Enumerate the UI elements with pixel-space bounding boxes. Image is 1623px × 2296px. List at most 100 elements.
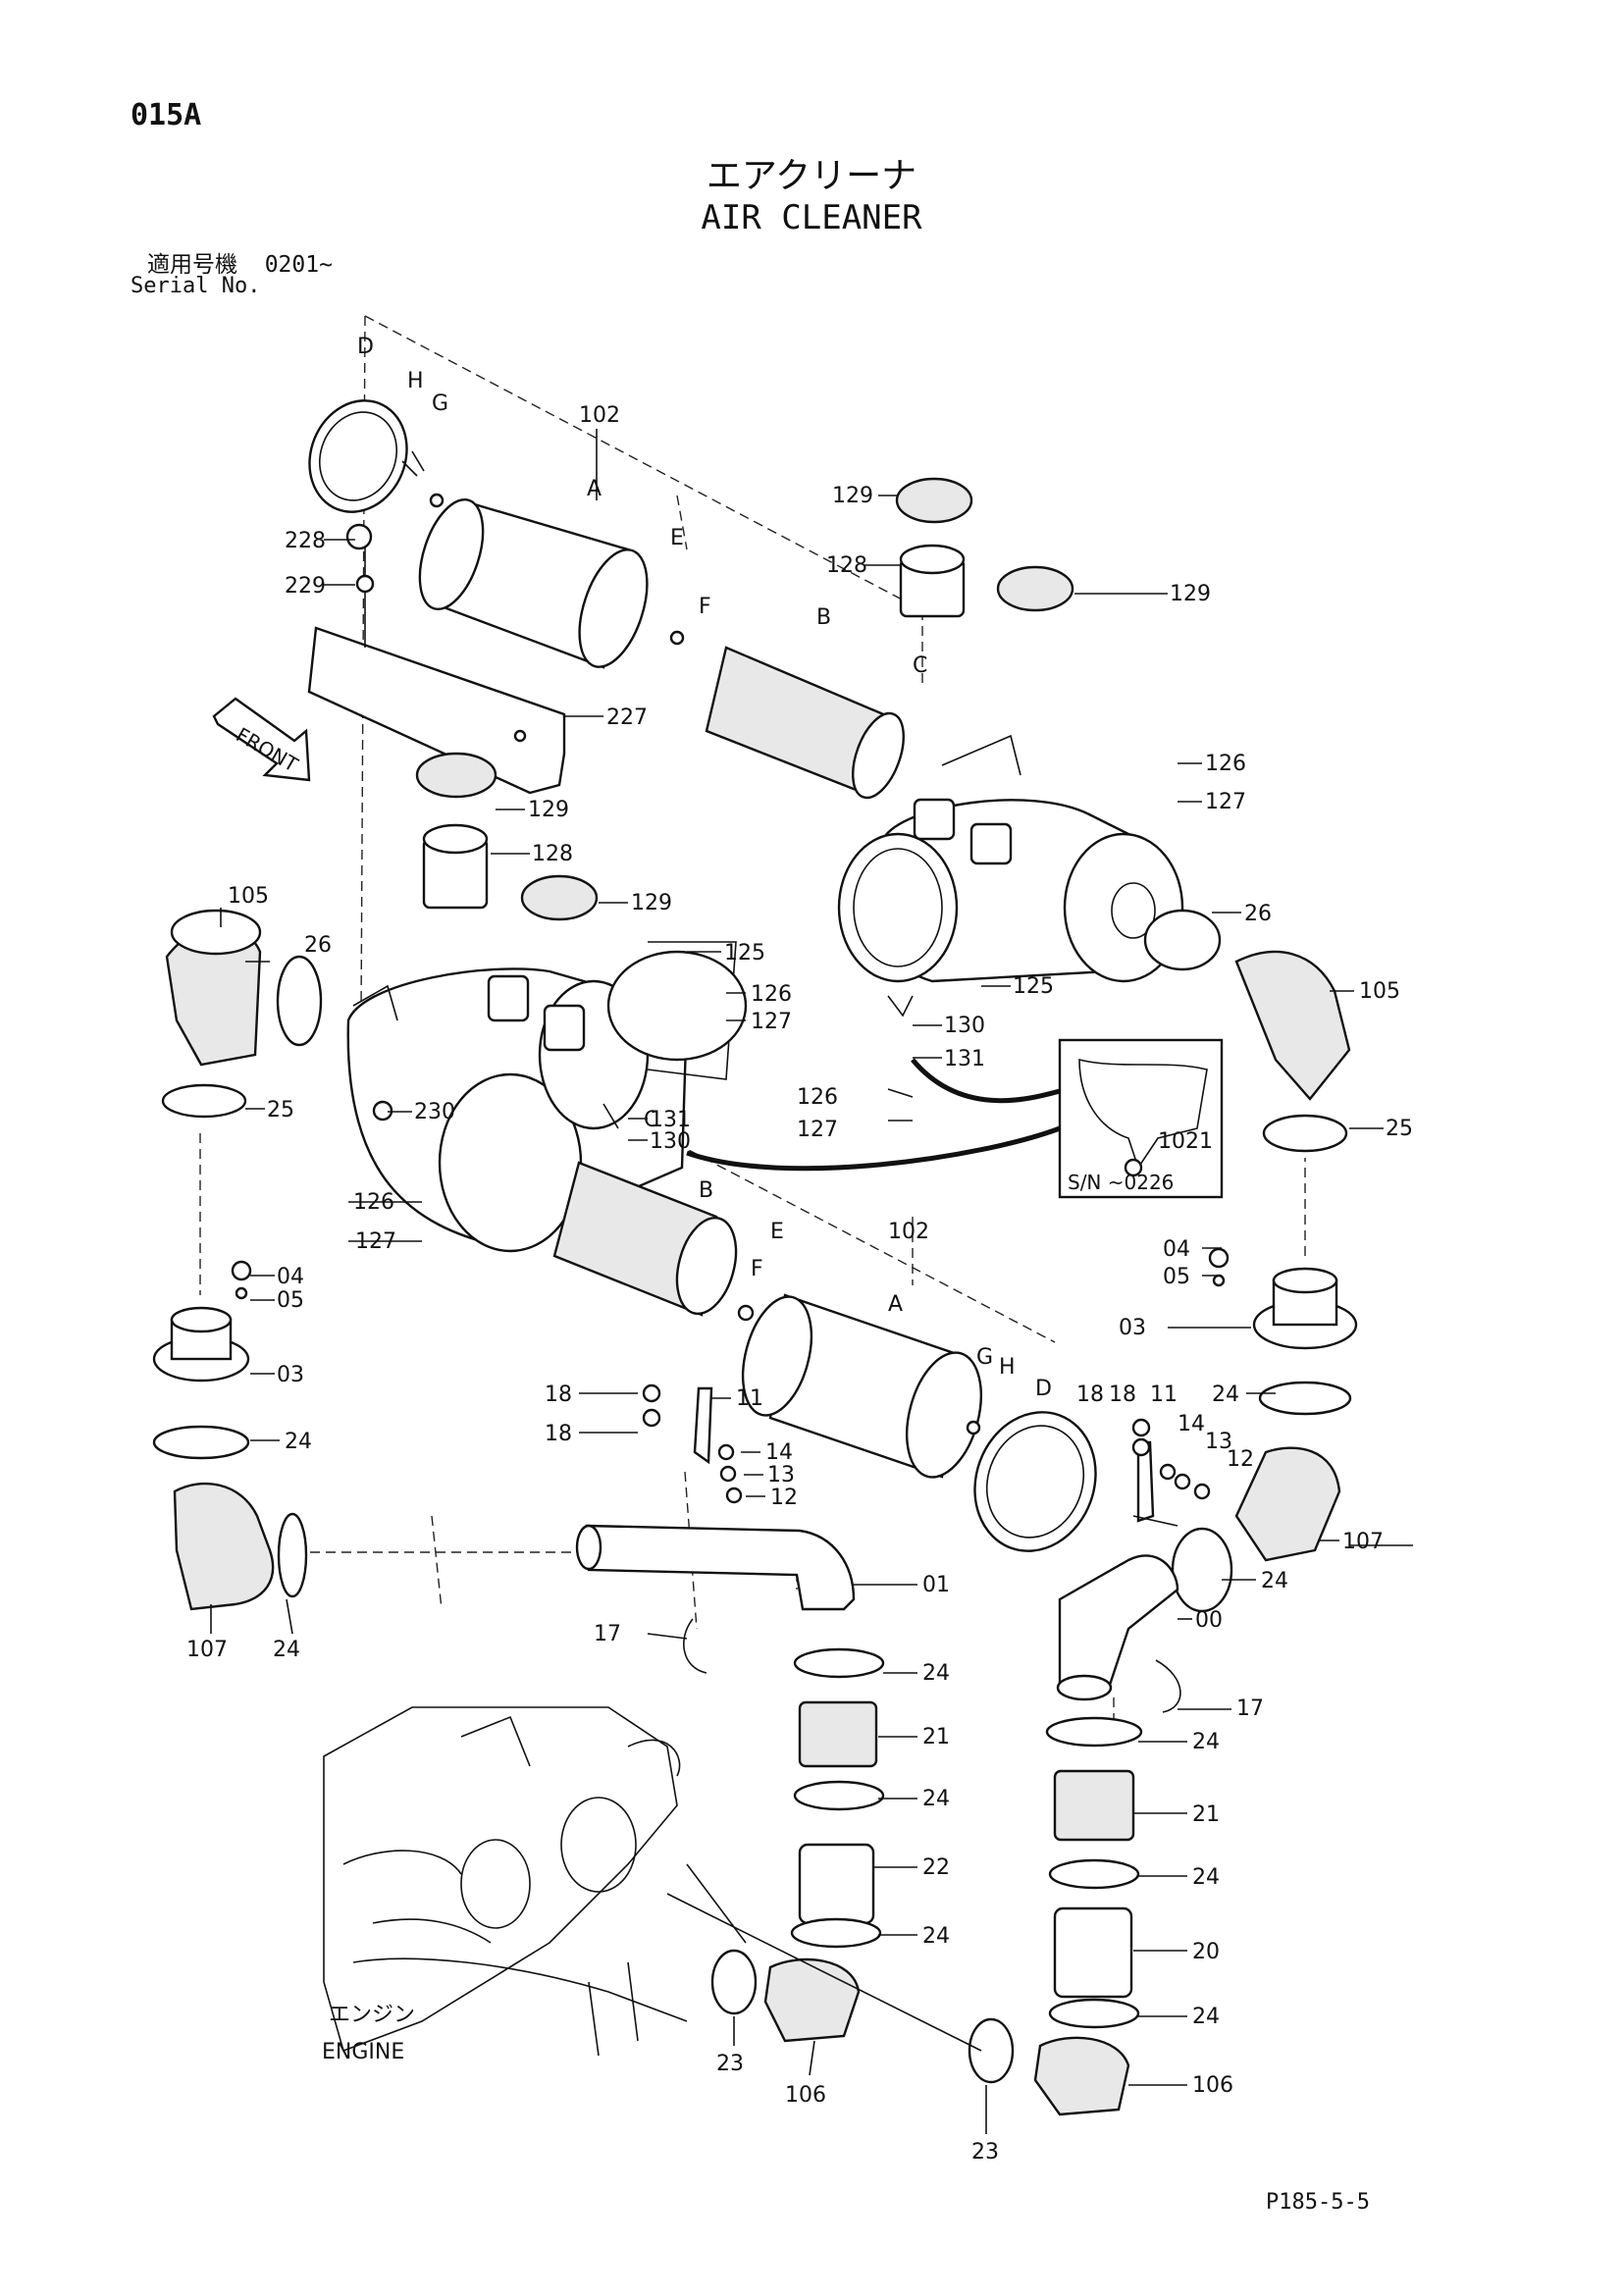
callout-26: 26 — [304, 933, 332, 958]
callout-13: 13 — [1205, 1430, 1232, 1454]
callout-1021: 1021 — [1158, 1129, 1213, 1154]
cap-129-b — [996, 565, 1074, 612]
callout-127: 127 — [1205, 790, 1246, 814]
letter-f: F — [699, 595, 711, 619]
serial-value: 0201~ — [264, 252, 333, 278]
upper-right-housing — [837, 734, 1184, 1018]
callout-18: 18 — [545, 1383, 572, 1407]
callout-03: 03 — [277, 1363, 304, 1387]
upper-right-caps — [895, 477, 1074, 618]
bracket-11-assemblies — [642, 1383, 1211, 1527]
callout-129: 129 — [528, 798, 569, 822]
callout-105: 105 — [228, 884, 269, 909]
callout-14: 14 — [1178, 1412, 1205, 1436]
clamp-24-left — [152, 1425, 250, 1460]
callout-21: 21 — [922, 1725, 950, 1749]
callout-23: 23 — [716, 2052, 744, 2076]
page-title: AIR CLEANER — [701, 198, 922, 237]
callout-24: 24 — [1192, 1730, 1220, 1754]
cap-129-a — [895, 477, 973, 524]
reference-letters: D H G A E F B C C B E F A G H D — [357, 335, 1052, 1401]
clamp-24-right-top — [1258, 1381, 1352, 1416]
callout-127: 127 — [797, 1118, 838, 1142]
callout-130: 130 — [944, 1014, 985, 1038]
callout-21: 21 — [1192, 1802, 1220, 1827]
callout-04: 04 — [277, 1265, 304, 1289]
cap-129-d — [520, 874, 599, 921]
clamp-24-right-elbow — [1171, 1527, 1233, 1613]
callout-126: 126 — [353, 1190, 394, 1215]
callout-24: 24 — [285, 1430, 312, 1454]
letter-a: A — [888, 1292, 903, 1317]
callout-20: 20 — [1192, 1940, 1220, 1964]
right-ducts — [1143, 909, 1358, 1613]
letter-c: C — [913, 653, 927, 678]
footer-page-code: P185-5-5 — [1266, 2190, 1370, 2215]
callout-127: 127 — [355, 1229, 396, 1254]
callout-129: 129 — [1170, 582, 1211, 606]
serial-range: 適用号機 0201~ — [147, 245, 333, 279]
callout-13: 13 — [767, 1463, 795, 1487]
leader-lines — [210, 429, 1413, 2134]
engine-sketch: エンジン ENGINE — [322, 1706, 982, 2064]
clamp-25-right — [1262, 1114, 1348, 1153]
callout-24: 24 — [1192, 2005, 1220, 2029]
letter-e: E — [670, 526, 684, 550]
callout-228: 228 — [285, 529, 326, 553]
callout-23: 23 — [971, 2140, 999, 2165]
callout-04: 04 — [1163, 1237, 1190, 1262]
callout-22: 22 — [922, 1855, 950, 1880]
callout-227: 227 — [606, 705, 648, 730]
drain-hose — [911, 1058, 1061, 1104]
elbow-107-left — [173, 1482, 275, 1611]
callout-131: 131 — [944, 1047, 985, 1071]
engine-label-japanese: エンジン — [329, 2003, 415, 2027]
callout-11: 11 — [736, 1386, 763, 1411]
callout-128: 128 — [532, 842, 573, 866]
callout-05: 05 — [1163, 1265, 1190, 1289]
callout-17: 17 — [1236, 1696, 1264, 1721]
callout-05: 05 — [277, 1288, 304, 1313]
callout-106: 106 — [1192, 2073, 1233, 2098]
cover-disc-d-upper — [308, 399, 408, 513]
inset-serial-label: S/N ~0226 — [1068, 1171, 1174, 1194]
callout-102: 102 — [888, 1220, 929, 1244]
letter-h: H — [999, 1355, 1016, 1380]
letter-d: D — [1035, 1377, 1052, 1401]
letter-b: B — [699, 1178, 713, 1203]
elbow-105-right — [1234, 950, 1351, 1101]
cover-disc-d-lower — [973, 1411, 1097, 1552]
page-id: 015A — [131, 98, 202, 132]
callout-24: 24 — [922, 1787, 950, 1811]
callout-107: 107 — [1342, 1530, 1384, 1554]
serial-label-japanese: 適用号機 — [147, 252, 237, 278]
letter-c: C — [644, 1108, 658, 1132]
page-title-japanese: エアクリーナ — [706, 156, 917, 196]
callout-105: 105 — [1359, 979, 1400, 1004]
pipe-01 — [585, 1524, 856, 1611]
left-ducts — [152, 909, 323, 1611]
callout-24: 24 — [273, 1638, 300, 1662]
callout-00: 00 — [1195, 1608, 1223, 1633]
callout-126: 126 — [1205, 752, 1246, 776]
inner-element-b-lower — [552, 1161, 718, 1317]
center-caps — [415, 752, 599, 921]
front-arrow: FRONT — [212, 697, 311, 782]
drain-hose-lower — [686, 1125, 1061, 1172]
callout-129: 129 — [832, 484, 873, 508]
callout-14: 14 — [765, 1440, 793, 1465]
inset-detail: S/N ~0226 — [1058, 1038, 1224, 1199]
callout-125: 125 — [724, 941, 765, 965]
callout-11: 11 — [1150, 1383, 1178, 1407]
callout-12: 12 — [1227, 1447, 1254, 1472]
elbow-107-right — [1234, 1446, 1341, 1562]
letter-g: G — [432, 391, 448, 416]
intake-pipes — [575, 1524, 1181, 2116]
letter-a: A — [587, 477, 602, 501]
callout-numbers: 102 228 229 227 129 128 129 126 127 26 1… — [186, 403, 1413, 2165]
callout-128: 128 — [826, 553, 867, 578]
upper-cleaner-elements — [308, 399, 905, 800]
callout-18: 18 — [1076, 1383, 1104, 1407]
callout-130: 130 — [650, 1129, 691, 1154]
callout-01: 01 — [922, 1573, 950, 1597]
